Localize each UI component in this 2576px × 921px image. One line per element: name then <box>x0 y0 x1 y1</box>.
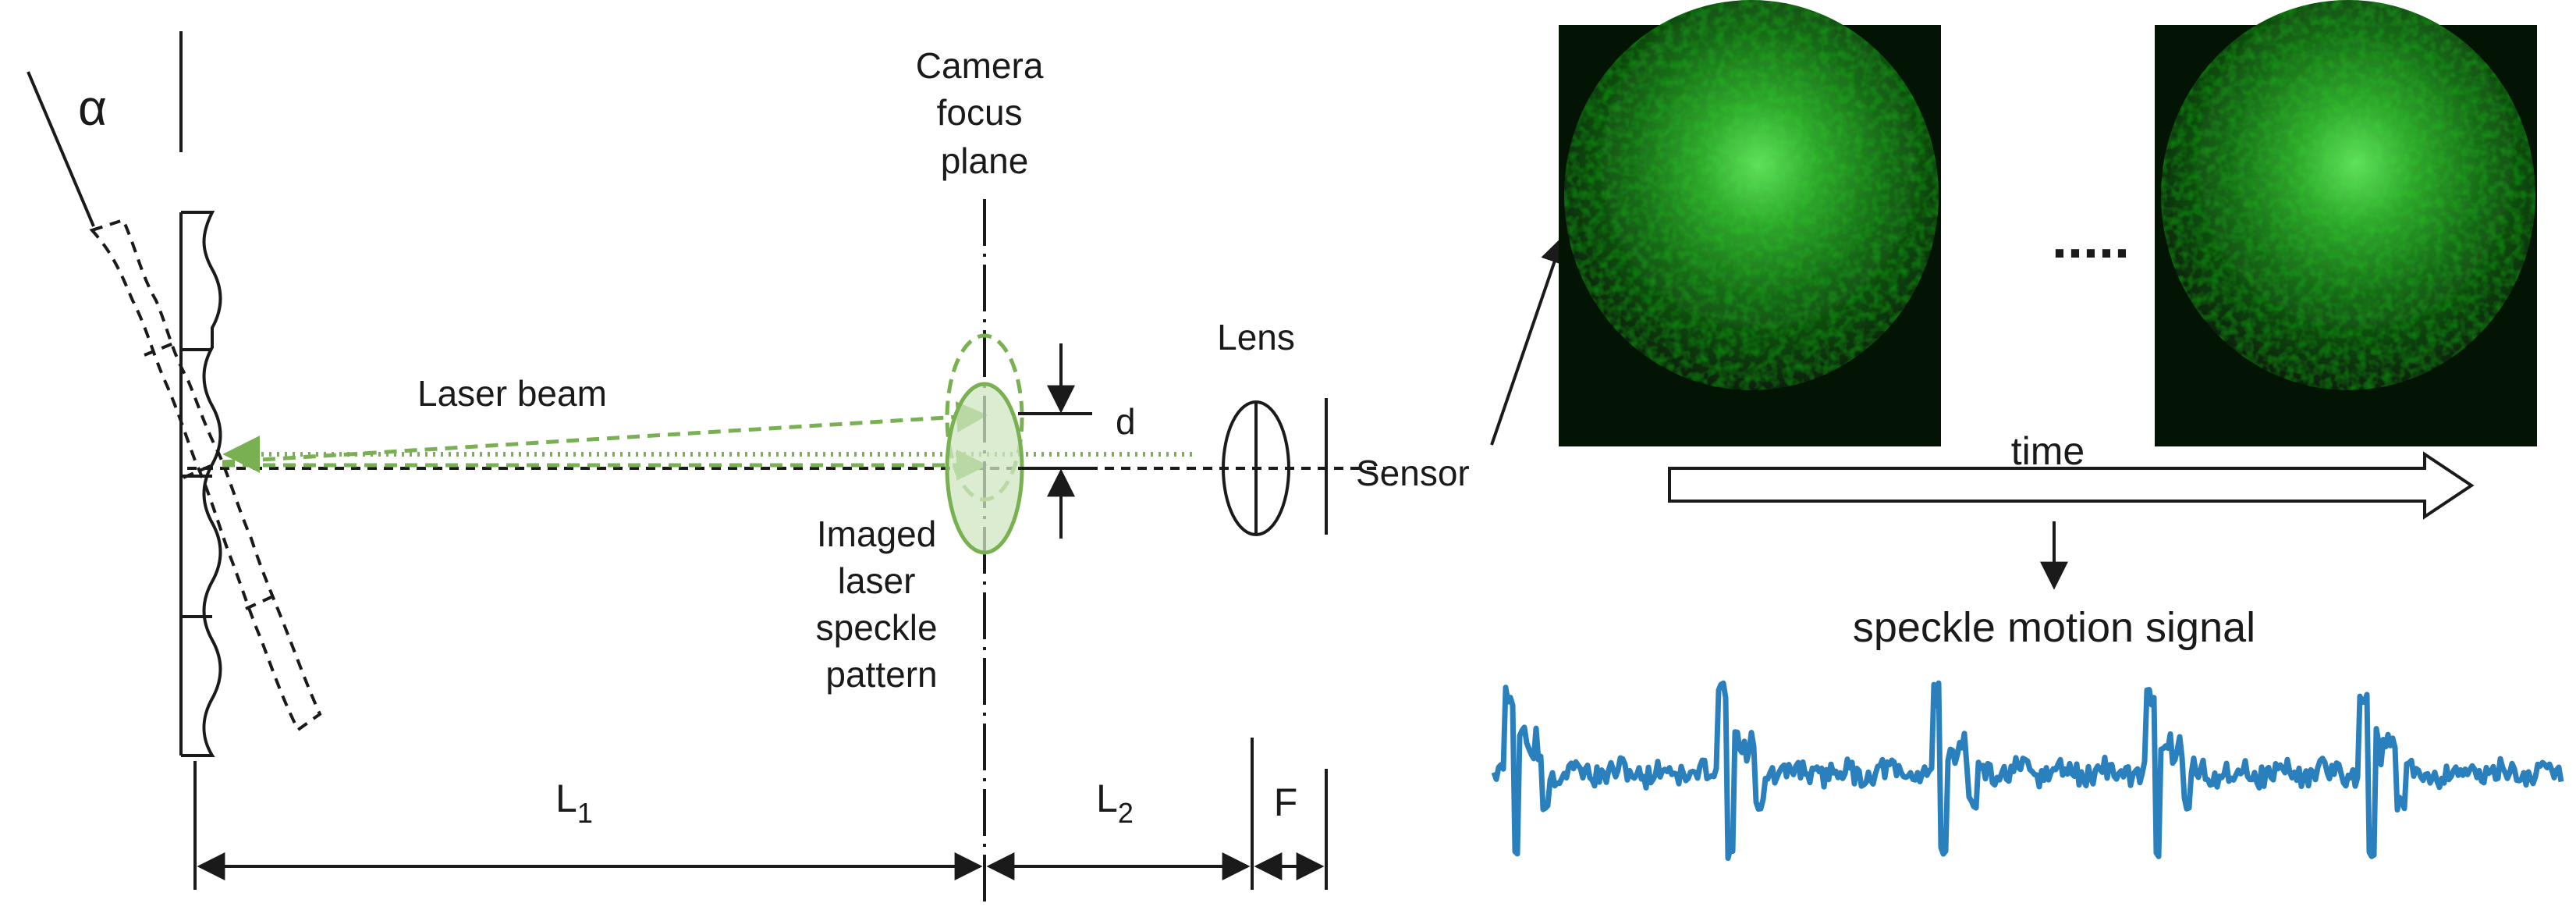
sensor-label: Sensor <box>1356 453 1470 493</box>
speckle-motion-signal <box>1491 680 2564 861</box>
displacement-marker <box>1018 343 1092 539</box>
time-label: time <box>2011 429 2085 473</box>
frames-ellipsis: ..... <box>2052 208 2130 270</box>
dimension-lines <box>193 738 1328 890</box>
L2-label: L2 <box>1096 777 1134 829</box>
alpha-label: α <box>78 80 107 136</box>
speckle-frame-2 <box>2155 0 2537 446</box>
lens-label: Lens <box>1217 317 1295 357</box>
sensor-pointer <box>1490 235 1568 446</box>
tilt-line <box>27 71 95 227</box>
imaged-pattern-label: Imaged laser speckle pattern <box>816 514 948 695</box>
F-label: F <box>1274 781 1298 824</box>
laser-return-dashed <box>222 401 988 464</box>
speckle-frame-1 <box>1559 0 1941 446</box>
time-arrow <box>1668 451 2475 520</box>
laser-beam-label: Laser beam <box>417 373 607 414</box>
L1-label: L1 <box>555 777 593 829</box>
skin-surface <box>179 211 222 757</box>
signal-title: speckle motion signal <box>1853 604 2255 651</box>
speckle-pattern <box>945 382 1024 555</box>
camera-focus-plane-label: Camera focus plane <box>916 45 1053 181</box>
d-label: d <box>1116 401 1136 442</box>
